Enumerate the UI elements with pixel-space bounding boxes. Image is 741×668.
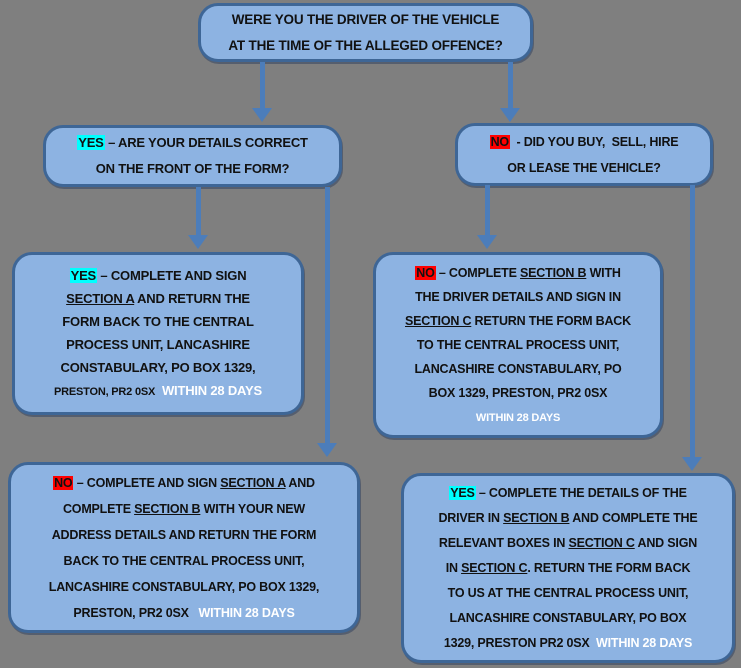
- details-no-instruction-text: NO – COMPLETE AND SIGN SECTION A AND COM…: [49, 470, 319, 626]
- text-segment: [155, 383, 162, 398]
- text-segment: SECTION A: [66, 290, 135, 306]
- text-segment: SECTION A: [220, 475, 286, 490]
- arrow-down-icon: [477, 235, 497, 249]
- arrow-stem: [689, 185, 695, 457]
- text-segment: AND RETURN THE FORM BACK TO THE CENTRAL …: [60, 290, 256, 375]
- text-segment: WITHIN 28 DAYS: [198, 605, 295, 620]
- text-segment: SECTION C: [461, 560, 528, 575]
- text-segment: YES: [449, 485, 476, 500]
- text-segment: SECTION B: [503, 510, 570, 525]
- buy-sell-question-text: NO - DID YOU BUY, SELL, HIRE OR LEASE TH…: [489, 129, 679, 181]
- arrow-down-icon: [188, 235, 208, 249]
- details-correct-question-text: YES – ARE YOUR DETAILS CORRECT ON THE FR…: [77, 130, 308, 182]
- text-segment: WITHIN 28 DAYS: [161, 382, 262, 398]
- details-no-instruction-box: NO – COMPLETE AND SIGN SECTION A AND COM…: [8, 462, 360, 633]
- buy-sell-question-box: NO - DID YOU BUY, SELL, HIRE OR LEASE TH…: [455, 123, 713, 186]
- text-segment: WITHIN 28 DAYS: [596, 635, 693, 650]
- text-segment: – ARE YOUR DETAILS CORRECT ON THE FRONT …: [95, 135, 308, 176]
- text-segment: AND COMPLETE THE RELEVANT BOXES IN: [438, 510, 698, 550]
- arrow-stem: [484, 185, 490, 235]
- text-segment: – COMPLETE THE DETAILS OF THE DRIVER IN: [438, 485, 687, 525]
- text-segment: – COMPLETE: [435, 265, 521, 280]
- text-segment: . RETURN THE FORM BACK TO US AT THE CENT…: [443, 560, 691, 650]
- text-segment: RETURN THE FORM BACK TO THE CENTRAL PROC…: [414, 313, 631, 400]
- connector-details-question-to-yes-box: [187, 187, 209, 249]
- buy-yes-instruction-text: YES – COMPLETE THE DETAILS OF THE DRIVER…: [438, 481, 698, 656]
- driver-question-box: WERE YOU THE DRIVER OF THE VEHICLE AT TH…: [198, 3, 533, 62]
- connector-title-to-buy-question: [499, 62, 521, 122]
- arrow-down-icon: [682, 457, 702, 471]
- text-segment: YES: [77, 135, 105, 150]
- driver-question-text: WERE YOU THE DRIVER OF THE VEHICLE AT TH…: [228, 7, 502, 59]
- text-segment: SECTION B: [134, 501, 201, 516]
- arrow-down-icon: [252, 108, 272, 122]
- text-segment: AND SIGN IN: [445, 535, 698, 575]
- arrow-stem: [507, 62, 513, 108]
- text-segment: YES: [69, 267, 98, 283]
- text-segment: NO: [415, 265, 436, 280]
- text-segment: - DID YOU BUY, SELL, HIRE OR LEASE THE V…: [507, 134, 679, 175]
- details-yes-instruction-text: YES – COMPLETE AND SIGN SECTION A AND RE…: [54, 264, 262, 404]
- arrow-stem: [259, 62, 265, 108]
- buy-yes-instruction-box: YES – COMPLETE THE DETAILS OF THE DRIVER…: [401, 473, 735, 663]
- text-segment: SECTION B: [520, 265, 587, 280]
- arrow-stem: [324, 187, 330, 443]
- text-segment: PRESTON, PR2 0SX: [54, 385, 156, 398]
- buy-no-instruction-text: NO – COMPLETE SECTION B WITH THE DRIVER …: [405, 261, 631, 430]
- text-segment: – COMPLETE AND SIGN: [73, 475, 221, 490]
- text-segment: SECTION C: [405, 313, 472, 328]
- text-segment: WERE YOU THE DRIVER OF THE VEHICLE AT TH…: [228, 11, 503, 53]
- arrow-down-icon: [500, 108, 520, 122]
- details-yes-instruction-box: YES – COMPLETE AND SIGN SECTION A AND RE…: [12, 252, 304, 415]
- text-segment: AND COMPLETE: [62, 475, 315, 516]
- text-segment: SECTION C: [568, 535, 635, 550]
- text-segment: WITHIN 28 DAYS: [475, 411, 561, 424]
- text-segment: WITH YOUR NEW ADDRESS DETAILS AND RETURN…: [48, 501, 320, 620]
- connector-title-to-details-question: [251, 62, 273, 122]
- buy-no-instruction-box: NO – COMPLETE SECTION B WITH THE DRIVER …: [373, 252, 663, 438]
- text-segment: NO: [489, 134, 510, 149]
- text-segment: – COMPLETE AND SIGN: [100, 267, 247, 283]
- details-correct-question-box: YES – ARE YOUR DETAILS CORRECT ON THE FR…: [43, 125, 342, 187]
- text-segment: WITH THE DRIVER DETAILS AND SIGN IN: [415, 265, 621, 304]
- text-segment: NO: [53, 475, 74, 490]
- arrow-stem: [195, 187, 201, 235]
- connector-buy-question-to-yes-box: [681, 185, 703, 471]
- connector-details-question-to-no-box: [316, 187, 338, 457]
- arrow-down-icon: [317, 443, 337, 457]
- connector-buy-question-to-no-box: [476, 185, 498, 249]
